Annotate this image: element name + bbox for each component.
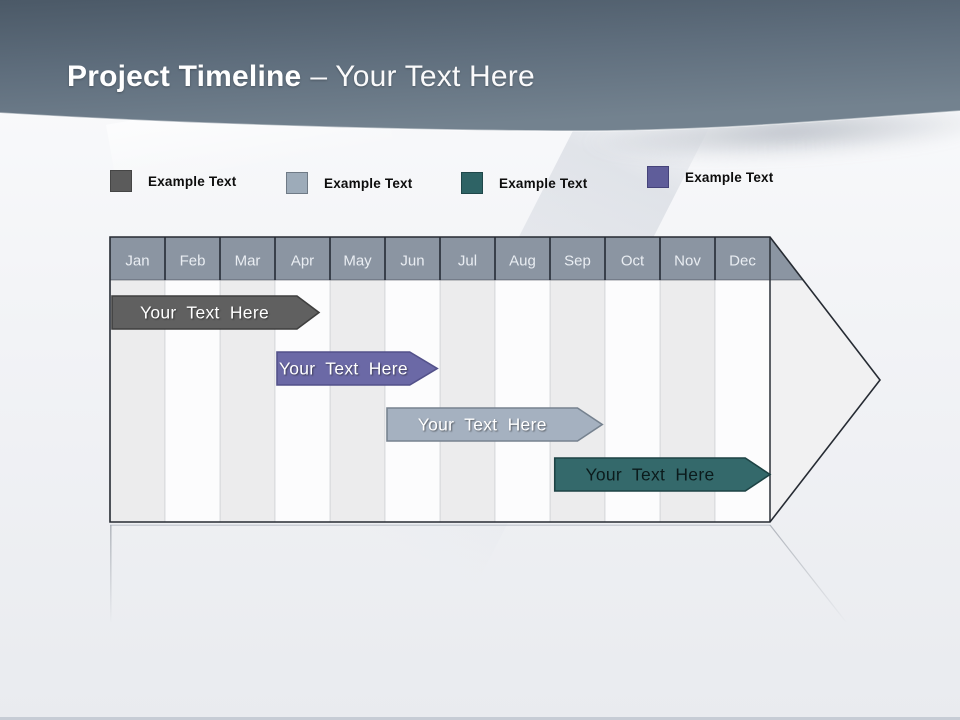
header-band	[0, 0, 960, 132]
month-label: Aug	[509, 253, 536, 270]
legend-label: Example Text	[148, 173, 237, 189]
month-column	[385, 280, 440, 522]
legend-label: Example Text	[324, 175, 413, 191]
legend-item-4[interactable]: Example Text	[647, 166, 773, 188]
bottom-edge-line	[0, 717, 960, 720]
timeline-reflection	[110, 524, 847, 623]
legend-item-1[interactable]: Example Text	[110, 170, 236, 192]
legend-label: Example Text	[685, 169, 774, 185]
legend-label: Example Text	[499, 175, 588, 191]
month-label: Oct	[621, 253, 645, 270]
month-label: Jul	[458, 253, 477, 270]
legend-swatch-3	[461, 172, 483, 194]
legend-swatch-4	[647, 166, 669, 188]
title-placeholder-text[interactable]: – Your Text Here	[310, 60, 535, 93]
legend-item-2[interactable]: Example Text	[286, 172, 412, 194]
month-label: Dec	[729, 253, 756, 270]
gantt-bar-label[interactable]: Your Text Here	[279, 359, 408, 379]
title-bold-text[interactable]: Project Timeline	[67, 60, 302, 93]
month-label: Feb	[180, 253, 206, 270]
arrow-outline	[109, 236, 882, 523]
month-label: Jan	[125, 253, 149, 270]
gantt-bar-label[interactable]: Your Text Here	[140, 303, 269, 323]
gantt-bar[interactable]	[111, 295, 321, 330]
gantt-bar[interactable]	[276, 351, 439, 386]
gantt-bar-label[interactable]: Your Text Here	[586, 465, 715, 485]
month-column	[440, 280, 495, 522]
timeline-gantt-chart: Jan Feb Mar Apr May Jun Jul Aug Sep Oct Nov DecYour…	[109, 236, 882, 523]
legend-item-3[interactable]: Example Text	[461, 172, 587, 194]
month-label: Sep	[564, 253, 591, 270]
month-label: Mar	[235, 253, 261, 270]
month-column	[330, 280, 385, 522]
month-label: May	[343, 253, 372, 270]
gantt-bar[interactable]	[553, 457, 772, 492]
month-column	[495, 280, 550, 522]
gantt-bar[interactable]	[386, 407, 604, 442]
legend-swatch-1	[110, 170, 132, 192]
month-label: Jun	[400, 253, 424, 270]
month-label: Apr	[291, 253, 314, 270]
slide-title[interactable]: Project Timeline– Your Text Here	[67, 60, 535, 94]
month-label: Nov	[674, 253, 701, 270]
legend-swatch-2	[286, 172, 308, 194]
gantt-bar-label[interactable]: Your Text Here	[418, 415, 547, 435]
legend: Example Text Example Text Example Text E…	[0, 0, 960, 194]
